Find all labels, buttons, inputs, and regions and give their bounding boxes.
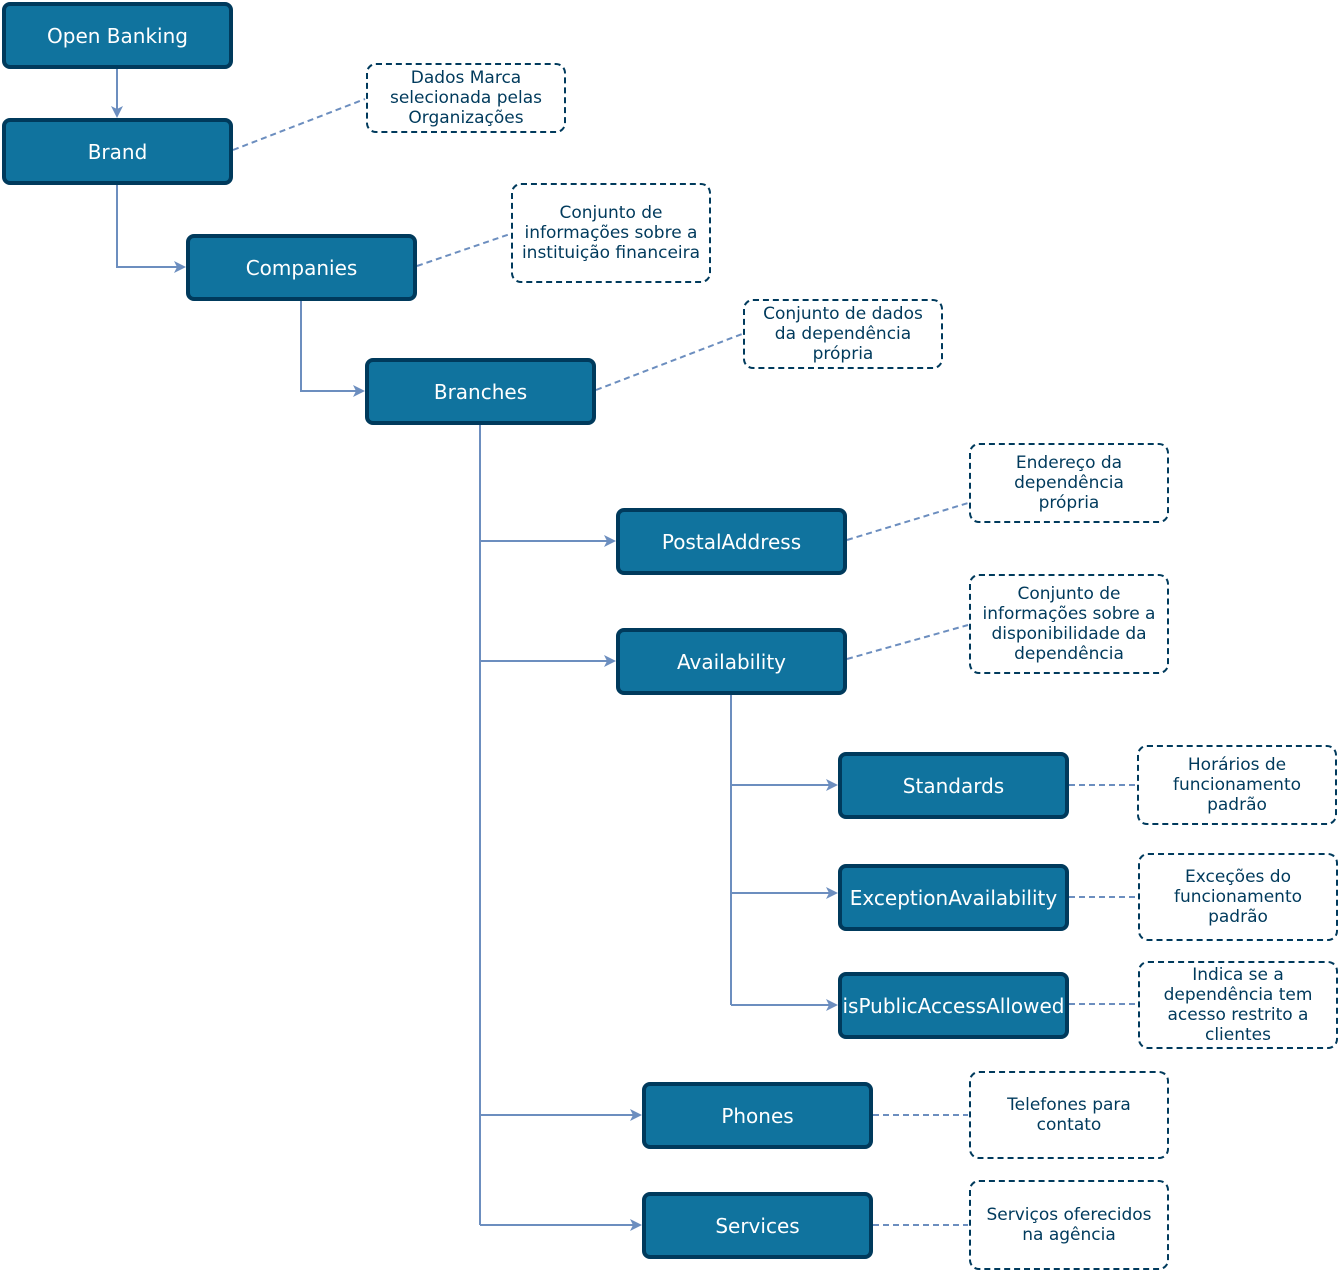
note-link-brand [232,98,366,151]
note-is-public-access-allowed-text: Indica se a dependência tem acesso restr… [1163,965,1313,1045]
node-branches[interactable]: Branches [365,358,596,425]
note-postal-address: Endereço da dependência própria [969,443,1169,523]
note-is-public-access-allowed: Indica se a dependência tem acesso restr… [1138,961,1338,1049]
note-availability-text: Conjunto de informações sobre a disponib… [982,584,1156,664]
note-phones-text: Telefones para contato [1007,1095,1131,1135]
note-standards: Horários de funcionamento padrão [1137,745,1337,825]
note-companies: Conjunto de informações sobre a institui… [511,183,711,283]
edge-brand-companies [116,184,186,273]
edge-companies-branches [300,300,365,397]
note-services-text: Serviços oferecidos na agência [986,1205,1152,1245]
node-brand[interactable]: Brand [2,118,233,185]
note-link-branches [595,333,743,391]
note-brand-text: Dados Marca selecionada pelas Organizaçõ… [389,68,543,128]
node-open-banking[interactable]: Open Banking [2,2,233,69]
note-standards-text: Horários de funcionamento padrão [1172,755,1302,815]
note-brand: Dados Marca selecionada pelas Organizaçõ… [366,63,566,133]
note-link-availability [846,624,969,660]
note-phones: Telefones para contato [969,1071,1169,1159]
node-companies[interactable]: Companies [186,234,417,301]
note-services: Serviços oferecidos na agência [969,1180,1169,1270]
node-is-public-access-allowed[interactable]: isPublicAccessAllowed [838,972,1069,1039]
note-exception-availability: Exceções do funcionamento padrão [1138,853,1338,941]
node-phones[interactable]: Phones [642,1082,873,1149]
note-link-postaladdress [846,502,969,541]
node-postal-address[interactable]: PostalAddress [616,508,847,575]
note-companies-text: Conjunto de informações sobre a institui… [521,203,701,263]
note-exception-availability-text: Exceções do funcionamento padrão [1173,867,1303,927]
node-exception-availability[interactable]: ExceptionAvailability [838,864,1069,931]
node-standards[interactable]: Standards [838,752,1069,819]
note-postal-address-text: Endereço da dependência própria [1014,453,1124,513]
note-branches: Conjunto de dados da dependência própria [743,299,943,369]
node-availability[interactable]: Availability [616,628,847,695]
note-link-companies [416,233,511,267]
node-services[interactable]: Services [642,1192,873,1259]
note-branches-text: Conjunto de dados da dependência própria [763,304,923,364]
note-availability: Conjunto de informações sobre a disponib… [969,574,1169,674]
